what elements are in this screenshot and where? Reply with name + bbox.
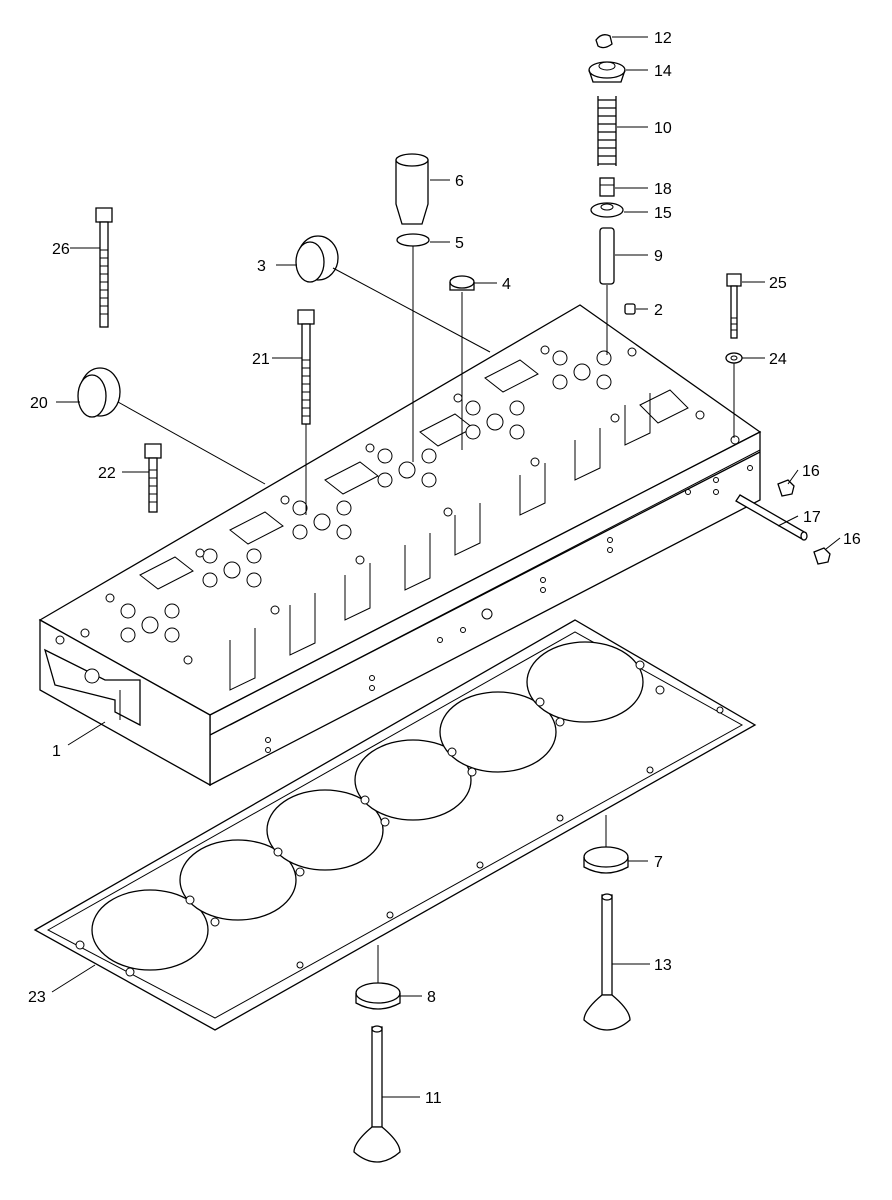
valve-keeper [595,34,613,49]
front-face-holes [265,465,753,753]
callout-10: 10 [654,120,672,137]
gasket-holes [75,660,724,977]
spring-seat [590,202,624,218]
head-bolt-holes [80,345,740,665]
expansion-plug-lower [77,367,121,418]
callout-16b: 16 [843,531,861,548]
callout-11: 11 [425,1090,442,1107]
o-ring [396,233,430,247]
intake-valve [353,1025,401,1163]
callout-17: 17 [803,509,821,526]
callout-22: 22 [98,465,116,482]
callout-16a: 16 [802,463,820,480]
washer [725,352,743,364]
callout-23: 23 [28,989,46,1006]
callout-7: 7 [654,854,663,871]
callout-18: 18 [654,181,672,198]
dowel-pin [624,303,636,315]
cylinder-head [38,304,762,787]
callout-4: 4 [502,276,511,293]
valve-seat-clusters [120,350,612,643]
callout-26: 26 [52,241,70,258]
callout-9: 9 [654,248,663,265]
callout-13: 13 [654,957,672,974]
callout-6: 6 [455,173,464,190]
callout-2: 2 [654,302,663,319]
callout-21: 21 [252,351,270,368]
expansion-plug-upper [295,235,339,283]
valve-stem-seal [599,177,615,197]
callout-12: 12 [654,30,672,47]
plug-lower [813,547,831,565]
callout-1: 1 [52,743,61,760]
exhaust-valve [583,893,631,1031]
head-bolt-medium [297,309,315,425]
callout-3: 3 [257,258,266,275]
tube-pin [735,494,808,541]
spring-retainer [588,61,626,83]
callout-20: 20 [30,395,48,412]
callout-24: 24 [769,351,787,368]
callout-labels: 12 14 10 18 15 9 2 6 5 4 3 26 21 20 22 2… [28,30,861,1107]
callout-5: 5 [455,235,464,252]
valve-guide [599,227,615,285]
head-bolt-short [144,443,162,513]
valve-seat-insert-lower [355,982,401,1010]
valve-seat-insert-upper [583,846,629,874]
head-bolt-long [95,207,113,328]
callout-14: 14 [654,63,672,80]
leader-lines [51,36,841,1098]
callout-25: 25 [769,275,787,292]
seal-cup [449,275,475,291]
bolt-small [726,273,742,339]
gasket-cylinder-bores [91,641,644,971]
injector-sleeve [395,153,429,225]
head-gasket [33,619,757,1031]
callout-15: 15 [654,205,672,222]
callout-8: 8 [427,989,436,1006]
cylinder-head-ports [139,359,689,691]
plug-upper [777,479,795,497]
valve-spring [597,96,617,166]
